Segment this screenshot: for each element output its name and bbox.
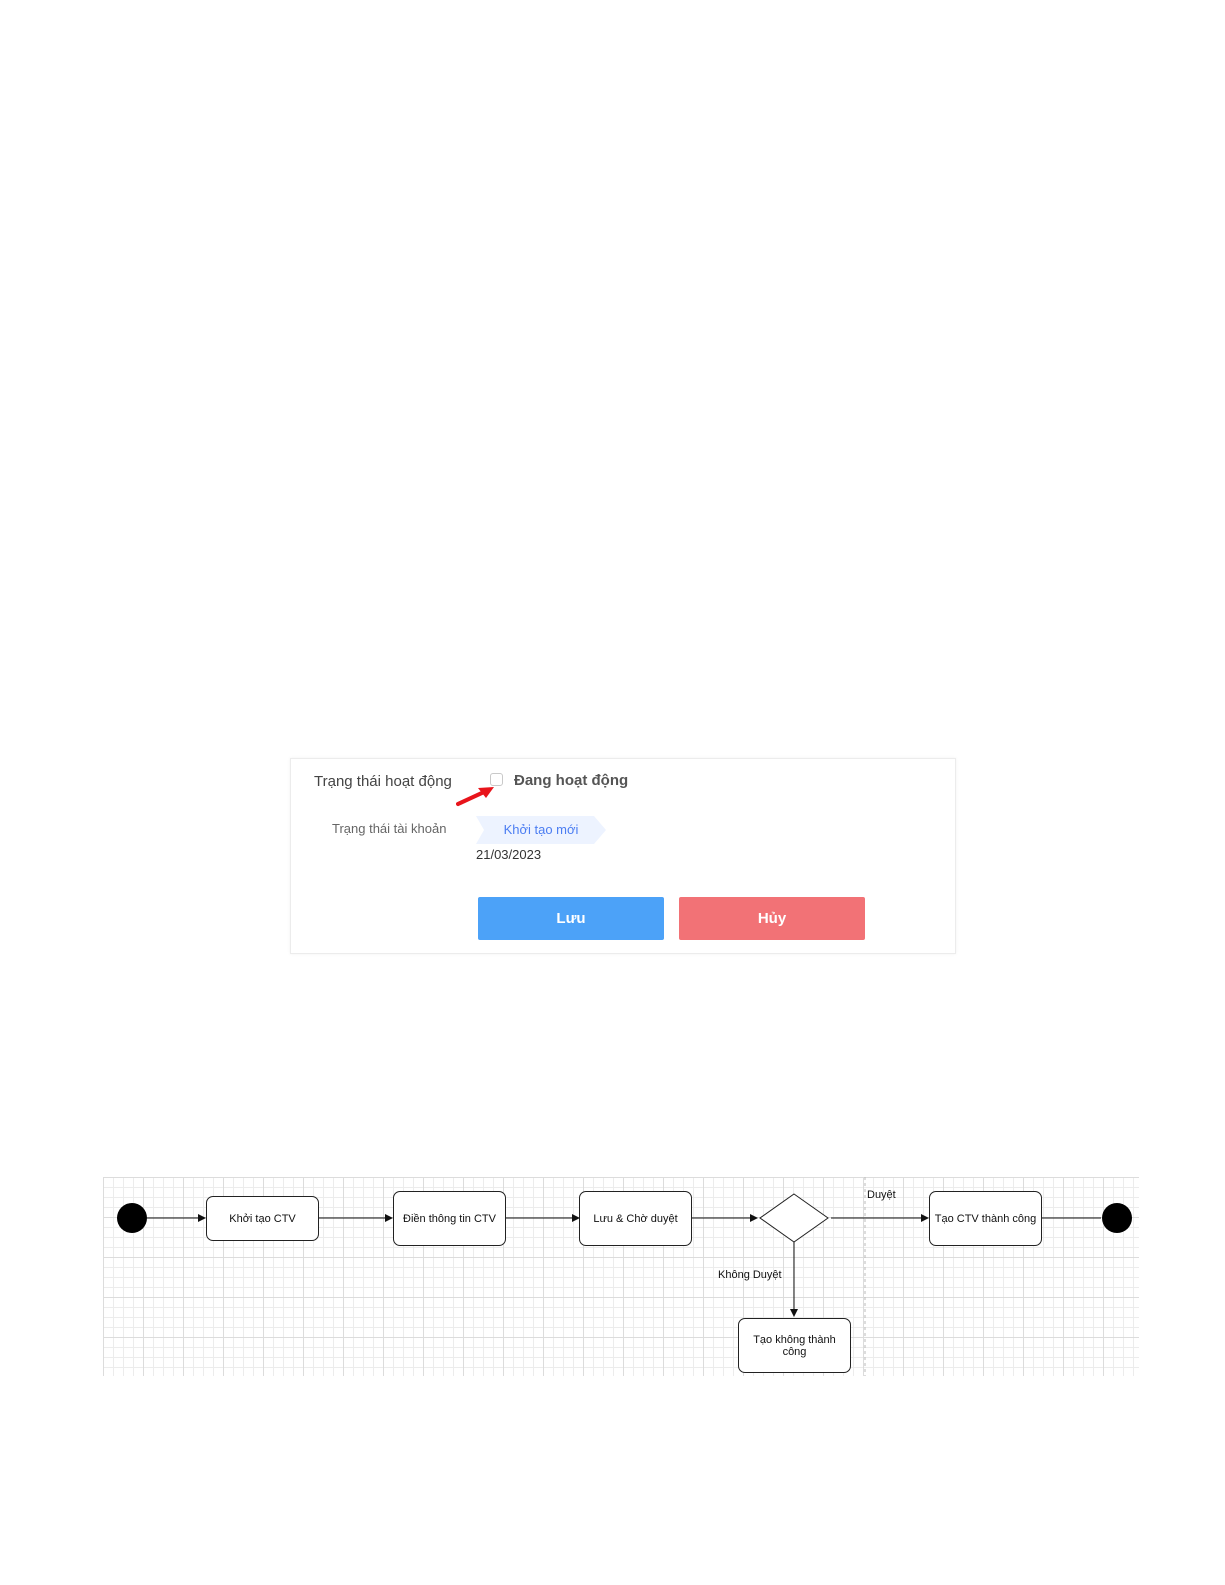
cancel-button[interactable]: Hủy	[679, 897, 865, 940]
active-checkbox[interactable]	[490, 773, 503, 786]
diagram-connectors	[117, 1177, 1132, 1376]
date-text: 21/03/2023	[476, 847, 542, 862]
end-node	[1102, 1203, 1132, 1233]
edge-label-reject: Không Duyệt	[718, 1269, 782, 1281]
edge-label-approve: Duyệt	[867, 1189, 896, 1201]
red-annotation-arrow-icon	[456, 787, 494, 806]
start-node	[117, 1203, 147, 1233]
account-status-value: Khởi tạo mới	[503, 822, 579, 837]
flow-diagram: Khởi tạo CTV Điền thông tin CTV Lưu & Ch…	[103, 1177, 1139, 1376]
save-button[interactable]: Lưu	[478, 897, 664, 940]
activity-status-label: Trạng thái hoạt động	[314, 773, 452, 790]
form-panel: Trạng thái hoạt động Đang hoạt động Trạn…	[290, 758, 956, 954]
node-success: Tạo CTV thành công	[929, 1191, 1042, 1246]
account-status-tag: Khởi tạo mới	[476, 816, 606, 844]
node-fill-info: Điền thông tin CTV	[393, 1191, 506, 1246]
node-init: Khởi tạo CTV	[206, 1196, 319, 1241]
decision-node	[759, 1193, 829, 1243]
node-save-wait: Lưu & Chờ duyệt	[579, 1191, 692, 1246]
active-checkbox-label[interactable]: Đang hoạt động	[514, 772, 629, 789]
account-status-label: Trạng thái tài khoản	[332, 821, 447, 836]
node-fail: Tạo không thành công	[738, 1318, 851, 1373]
